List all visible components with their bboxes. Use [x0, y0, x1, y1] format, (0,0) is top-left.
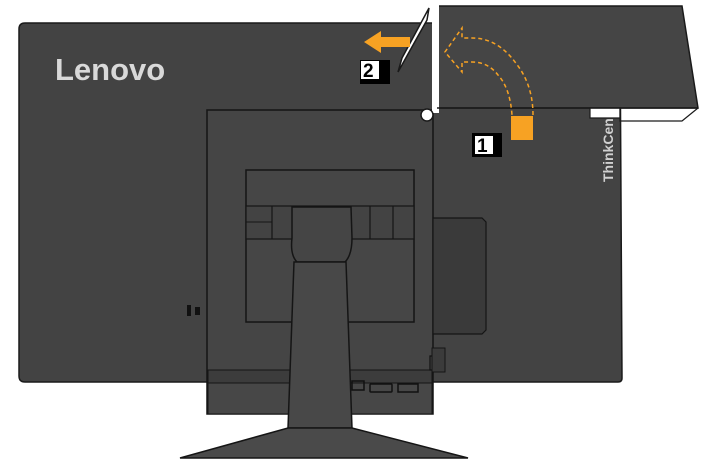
side-module — [432, 217, 487, 335]
lenovo-logo: Lenovo — [55, 52, 165, 87]
stand-hinge — [290, 206, 353, 263]
side-port — [195, 307, 200, 315]
usb-port — [351, 380, 365, 391]
stand-base — [179, 427, 469, 459]
release-button — [420, 108, 434, 122]
cable-cover-edge — [397, 7, 430, 73]
stand-neck — [287, 261, 353, 429]
security-slot — [187, 305, 191, 316]
step-2-number: 2 — [363, 61, 374, 82]
movement-path — [444, 25, 534, 116]
removed-cover — [436, 5, 699, 109]
thinkcentre-logo: ThinkCentre — [600, 100, 616, 182]
cover-bottom-flap — [589, 107, 621, 119]
side-module-bracket — [431, 347, 446, 373]
displayport — [397, 383, 419, 393]
step-2-arrow — [364, 31, 410, 53]
pull-tab — [511, 116, 533, 140]
step-1-number: 1 — [477, 136, 488, 157]
hdmi-port — [369, 383, 393, 393]
